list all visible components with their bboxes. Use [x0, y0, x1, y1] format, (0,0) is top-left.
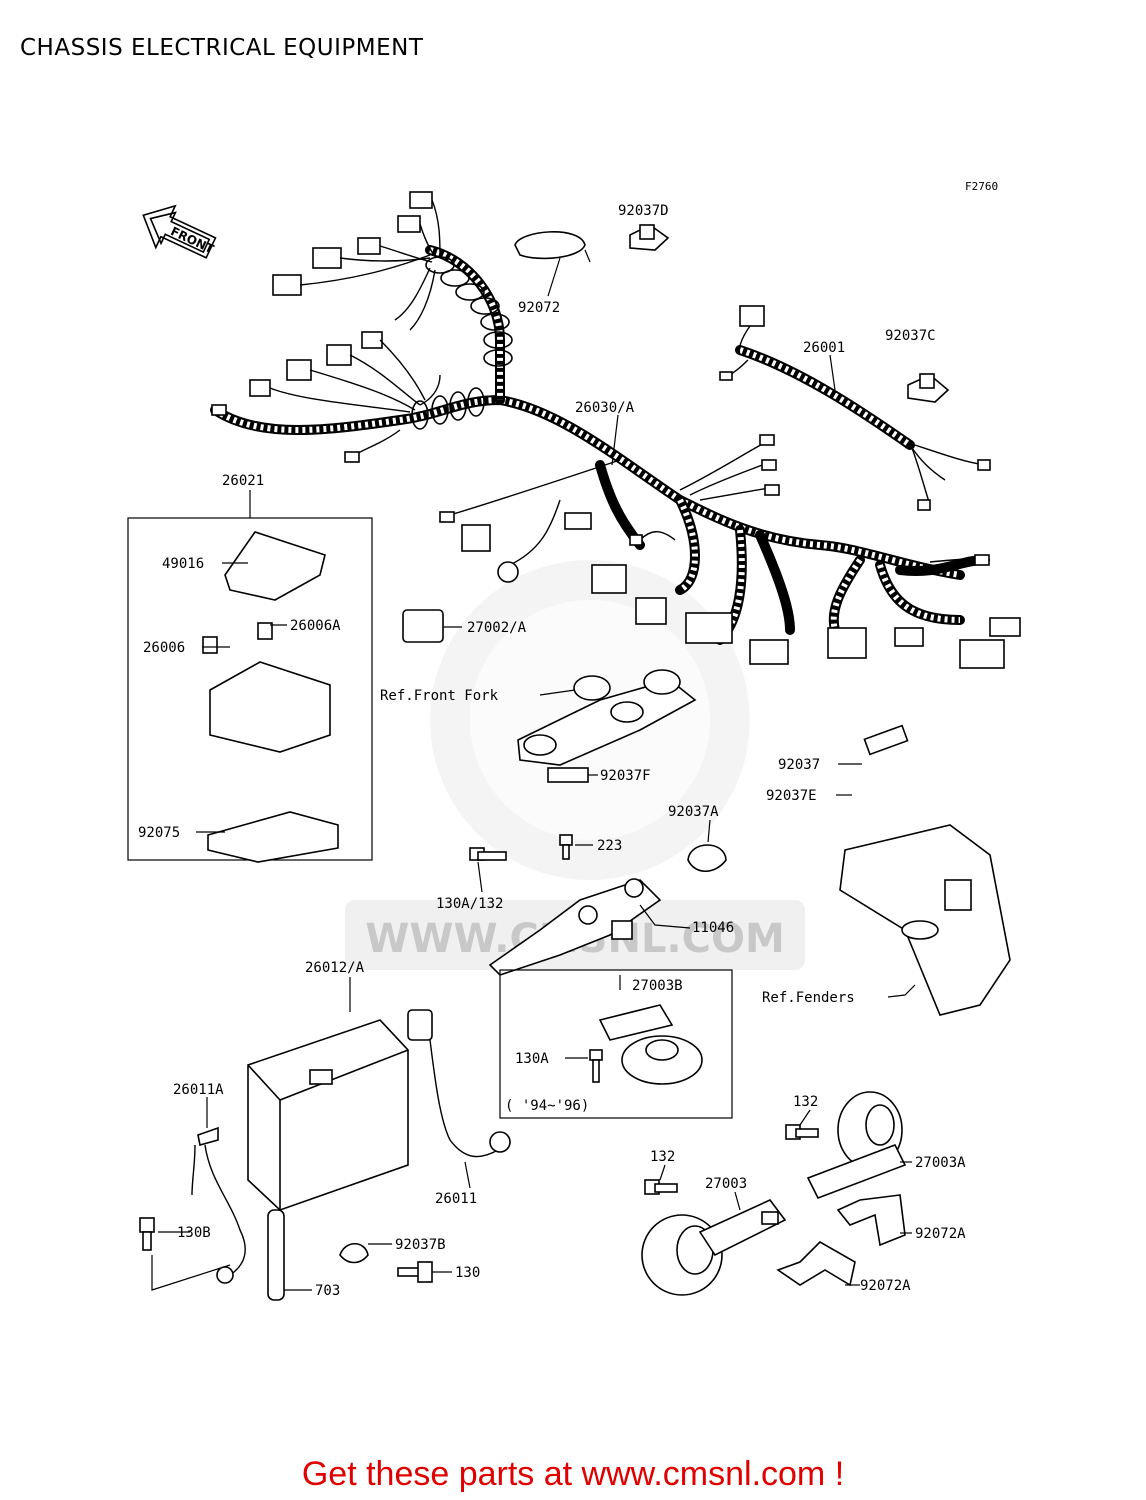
label-130A132: 130A/132: [436, 896, 503, 912]
bracket-92072Ab-icon: [776, 1241, 856, 1287]
bolt-130B-icon: [139, 1217, 155, 1251]
leader-lines: [158, 257, 916, 1291]
band-92037-icon: [863, 724, 909, 756]
bolt-132a-icon: [785, 1124, 819, 1140]
label-ref-front-fork: Ref.Front Fork: [380, 688, 499, 704]
label-26011: 26011: [435, 1191, 477, 1207]
label-130A: 130A: [515, 1051, 549, 1067]
label-27003: 27003: [705, 1176, 747, 1192]
bolt-223-icon: [559, 834, 573, 860]
horn-27003A-icon: [806, 1091, 907, 1200]
label-130B: 130B: [177, 1225, 211, 1241]
part-labels: 92037D 92072 26001 92037C 26030/A 26021 …: [138, 203, 966, 1299]
label-11046: 11046: [692, 920, 734, 936]
label-27002A: 27002/A: [467, 620, 527, 636]
label-92037D: 92037D: [618, 203, 669, 219]
label-223: 223: [597, 838, 622, 854]
label-49016: 49016: [162, 556, 204, 572]
page-title: CHASSIS ELECTRICAL EQUIPMENT: [20, 35, 424, 62]
junction-box-parts: [202, 531, 339, 863]
label-132b: 132: [650, 1149, 675, 1165]
label-92072: 92072: [518, 300, 560, 316]
label-26006A: 26006A: [290, 618, 341, 634]
label-26030A: 26030/A: [575, 400, 635, 416]
cable-26011A: [191, 1126, 246, 1284]
label-130: 130: [455, 1265, 480, 1281]
box-27003B: [499, 969, 733, 1119]
battery-26012A: [247, 1019, 409, 1211]
strap-92072-icon: [514, 231, 591, 263]
clamp-92037D-icon: [629, 224, 670, 251]
clamp-92037B-icon: [339, 1242, 369, 1264]
label-92075: 92075: [138, 825, 180, 841]
clip-92037F-icon: [547, 767, 589, 783]
label-27003B: 27003B: [632, 978, 683, 994]
label-26011A: 26011A: [173, 1082, 224, 1098]
clamp-92037A-icon: [687, 844, 727, 873]
label-26021: 26021: [222, 473, 264, 489]
wiring-harness-main: [210, 191, 1021, 669]
label-703: 703: [315, 1283, 340, 1299]
label-92037B: 92037B: [395, 1237, 446, 1253]
label-26012A: 26012/A: [305, 960, 365, 976]
sub-harness-26001: [719, 305, 991, 511]
label-92037C: 92037C: [885, 328, 936, 344]
horn-27003-icon: [641, 1199, 787, 1296]
label-92037F: 92037F: [600, 768, 651, 784]
label-year-range: ( '94~'96): [505, 1098, 589, 1114]
bolt-130-icon: [397, 1261, 433, 1283]
label-132a: 132: [793, 1094, 818, 1110]
parts-diagram: WWW.CMSNL.COM F2760 FRONT: [127, 180, 1021, 1301]
footer-promo-text[interactable]: Get these parts at www.cmsnl.com !: [301, 1455, 845, 1493]
leader-130B: [151, 1255, 231, 1291]
label-92037A: 92037A: [668, 804, 719, 820]
label-92037E: 92037E: [766, 788, 817, 804]
bolt-132b-icon: [644, 1179, 678, 1195]
front-fork-bracket: [517, 669, 697, 766]
label-26001: 26001: [803, 340, 845, 356]
relay-27002A: [402, 609, 444, 643]
label-ref-fenders: Ref.Fenders: [762, 990, 855, 1006]
bracket-92072Aa-icon: [836, 1194, 906, 1247]
label-92037: 92037: [778, 757, 820, 773]
clamp-92037C-icon: [907, 373, 950, 403]
tube-703-icon: [267, 1209, 285, 1301]
horn-bracket-11046: [488, 878, 662, 976]
cable-26011: [407, 1009, 511, 1158]
bolt-130A132-icon: [469, 847, 507, 861]
horn-27003B-icon: [589, 1004, 703, 1085]
rear-fender: [839, 824, 1011, 1016]
figure-code: F2760: [965, 180, 998, 193]
label-92072Aa: 92072A: [915, 1226, 966, 1242]
front-arrow-icon: FRONT: [142, 204, 217, 259]
label-92072Ab: 92072A: [860, 1278, 911, 1294]
label-27003A: 27003A: [915, 1155, 966, 1171]
label-26006: 26006: [143, 640, 185, 656]
